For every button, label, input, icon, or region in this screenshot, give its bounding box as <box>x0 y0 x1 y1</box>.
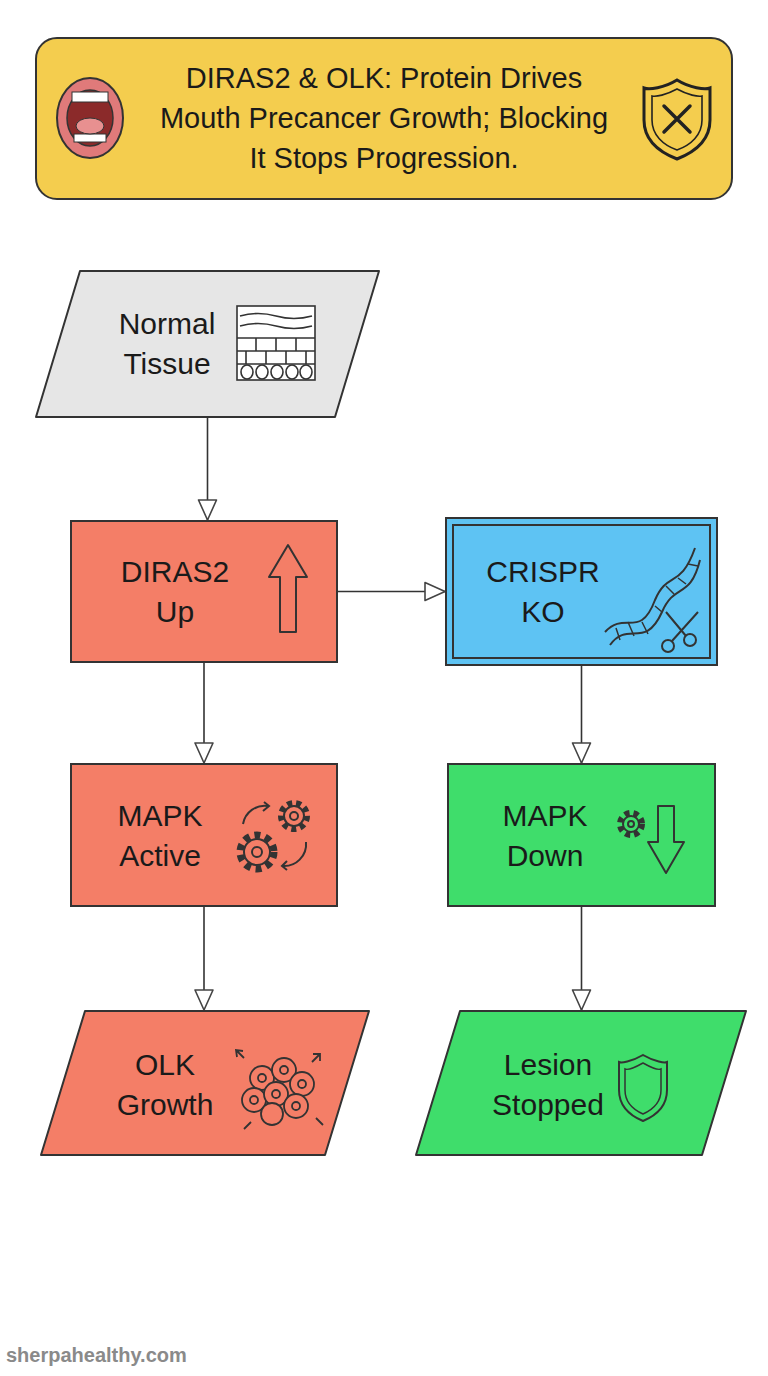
up-arrow-icon <box>269 545 307 632</box>
dna-scissors-icon <box>662 640 674 652</box>
shield-icon <box>652 89 702 150</box>
start-parallelogram: Normal Tissue <box>35 270 380 418</box>
tissue-icon <box>286 365 298 379</box>
gear-down-icon <box>620 806 684 873</box>
outcome-parallelogram: OLK Growth <box>40 1010 370 1156</box>
cell-cluster-icon <box>264 1082 288 1106</box>
mouth-icon <box>57 78 123 158</box>
tissue-icon <box>246 338 306 364</box>
gear-down-icon <box>648 806 684 873</box>
process-box: MAPK Active <box>70 763 338 907</box>
shield-icon <box>619 1055 667 1121</box>
tissue-icon <box>240 324 312 329</box>
flow-arrow <box>207 418 209 520</box>
cell-cluster-icon <box>242 1088 266 1112</box>
node-label: Normal Tissue <box>97 304 237 384</box>
parallelogram-shape <box>36 271 379 417</box>
dna-scissors-icon <box>605 548 700 652</box>
mouth-icon <box>76 118 104 134</box>
node-label: MAPK Active <box>90 796 230 876</box>
gears-icon <box>240 835 274 869</box>
cell-cluster-icon <box>258 1074 266 1082</box>
gears-icon <box>252 847 262 857</box>
tissue-icon <box>256 365 268 379</box>
flow-arrow <box>203 907 205 1010</box>
intervention-box: CRISPR KO <box>445 517 718 666</box>
tissue-icon <box>300 365 312 379</box>
shield-icon <box>664 106 690 132</box>
watermark: sherpahealthy.com <box>6 1344 187 1367</box>
shield-icon <box>644 80 710 159</box>
cell-cluster-icon <box>236 1050 323 1129</box>
node-label: CRISPR KO <box>473 552 613 632</box>
gears-icon <box>243 806 268 824</box>
flow-arrow <box>338 591 445 593</box>
cell-cluster-icon <box>272 1058 296 1082</box>
gears-icon <box>290 812 298 820</box>
node-label: DIRAS2 Up <box>105 552 245 632</box>
tissue-icon <box>237 338 315 364</box>
parallelogram-outline <box>40 1010 370 1156</box>
cell-cluster-icon <box>272 1090 280 1098</box>
flow-arrow <box>581 666 583 763</box>
gears-icon <box>281 803 307 829</box>
mouth-icon <box>67 90 113 146</box>
dna-scissors-icon <box>605 548 695 632</box>
cell-cluster-icon <box>292 1102 300 1110</box>
mouth-icon <box>57 78 123 158</box>
node-label: Lesion Stopped <box>478 1045 618 1125</box>
tissue-icon <box>241 365 253 379</box>
parallelogram-shape <box>416 1011 746 1155</box>
tissue-icon <box>237 306 315 380</box>
cell-cluster-icon <box>280 1066 288 1074</box>
tissue-icon <box>240 314 312 319</box>
cell-cluster-icon <box>261 1103 283 1125</box>
parallelogram-outline <box>35 270 380 418</box>
cell-cluster-icon <box>250 1096 258 1104</box>
dna-scissors-icon <box>616 564 698 640</box>
cell-cluster-icon <box>250 1066 274 1090</box>
cell-cluster-icon <box>298 1080 306 1088</box>
gears-icon <box>282 842 306 866</box>
gears-icon <box>240 802 307 870</box>
dna-scissors-icon <box>684 634 696 646</box>
mouth-icon <box>72 92 108 102</box>
cell-cluster-icon <box>236 1050 323 1129</box>
gears-icon <box>263 802 269 811</box>
gears-icon <box>282 861 287 870</box>
gear-down-icon <box>620 813 642 835</box>
cell-cluster-icon <box>290 1072 314 1096</box>
node-label: OLK Growth <box>95 1045 235 1125</box>
up-arrow-icon <box>269 545 307 632</box>
dna-scissors-icon <box>610 560 700 645</box>
dna-scissors-icon <box>666 612 698 641</box>
flow-arrow <box>581 907 583 1010</box>
gear-down-icon <box>623 816 639 832</box>
flow-arrow <box>203 663 205 763</box>
cell-cluster-icon <box>284 1094 308 1118</box>
parallelogram-shape <box>41 1011 369 1155</box>
gears-icon <box>284 806 304 826</box>
shield-icon <box>644 80 710 159</box>
parallelogram-outline <box>415 1010 747 1156</box>
gears-icon <box>244 839 270 865</box>
outcome-parallelogram: Lesion Stopped <box>415 1010 747 1156</box>
shield-icon <box>625 1063 661 1114</box>
tissue-icon <box>237 306 315 380</box>
tissue-icon <box>271 365 283 379</box>
diagram-title: DIRAS2 & OLK: Protein Drives Mouth Preca… <box>159 58 609 178</box>
process-box: MAPK Down <box>447 763 716 907</box>
mouth-icon <box>74 134 106 142</box>
node-label: MAPK Down <box>475 796 615 876</box>
shield-icon <box>619 1055 667 1121</box>
gear-down-icon <box>628 821 634 827</box>
process-box: DIRAS2 Up <box>70 520 338 663</box>
